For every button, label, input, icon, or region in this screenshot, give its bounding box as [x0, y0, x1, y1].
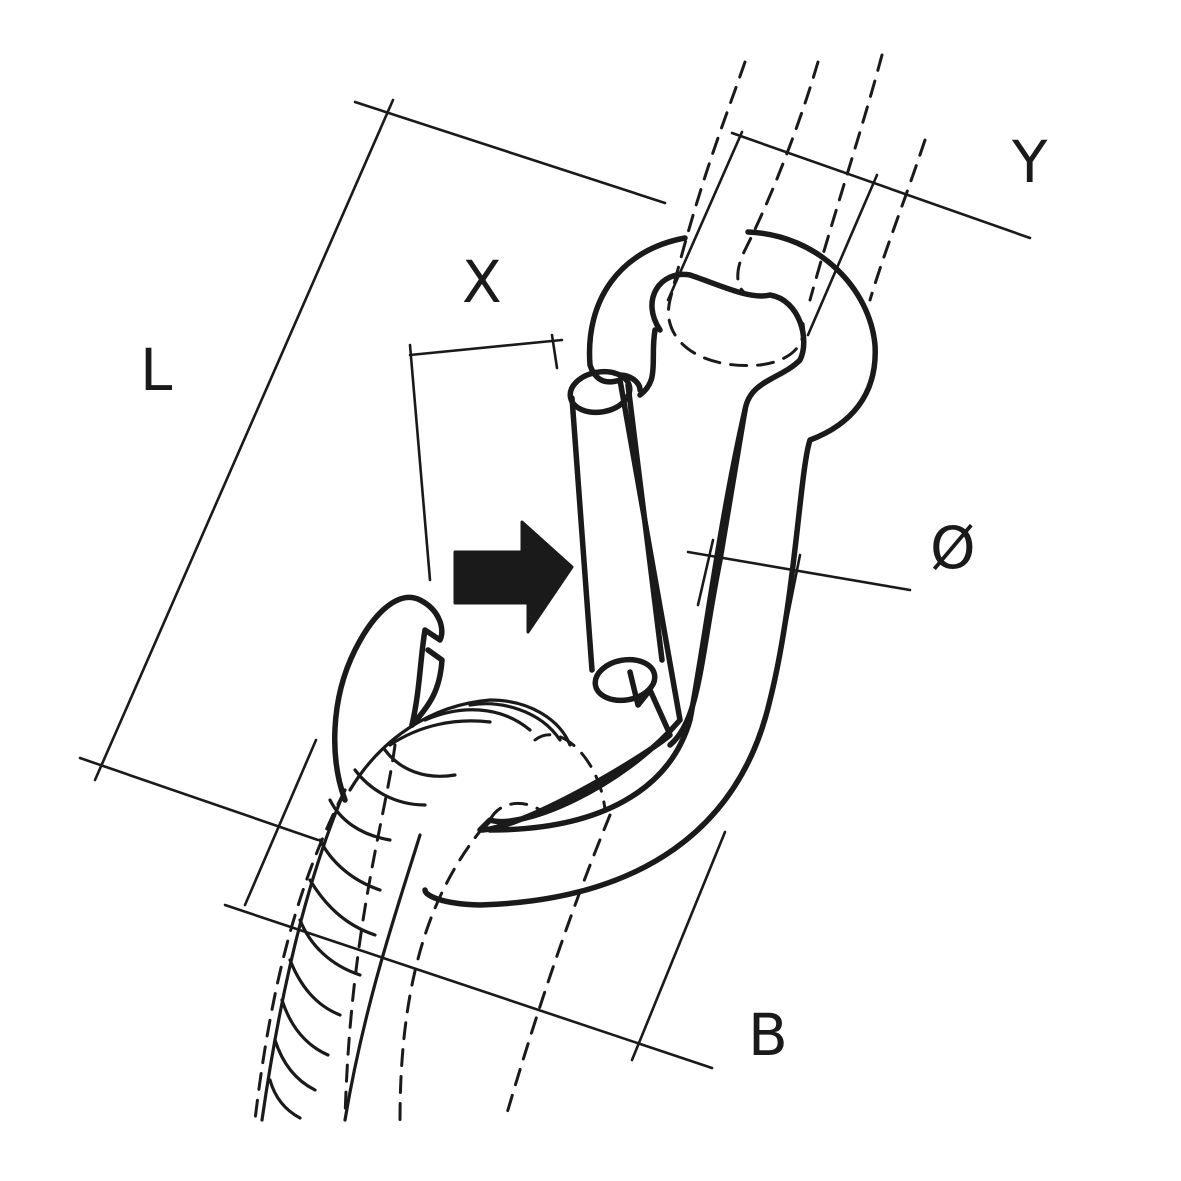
label-B: B — [748, 1001, 788, 1069]
lower-rope-dashed — [253, 733, 612, 1122]
dimension-Y — [666, 130, 1032, 337]
label-diameter: Ø — [930, 514, 976, 582]
label-X: X — [462, 248, 502, 316]
dimension-X — [408, 333, 564, 582]
dimension-diameter — [686, 538, 912, 622]
upper-rope-dashed — [667, 53, 927, 368]
label-Y: Y — [1011, 128, 1048, 196]
rope-twisted — [260, 698, 572, 1122]
label-L: L — [140, 336, 172, 404]
gate-open-arrow-icon — [453, 520, 574, 634]
spring-gate — [567, 368, 671, 733]
snap-hook-body — [332, 229, 878, 908]
dimension-B — [223, 738, 727, 1070]
